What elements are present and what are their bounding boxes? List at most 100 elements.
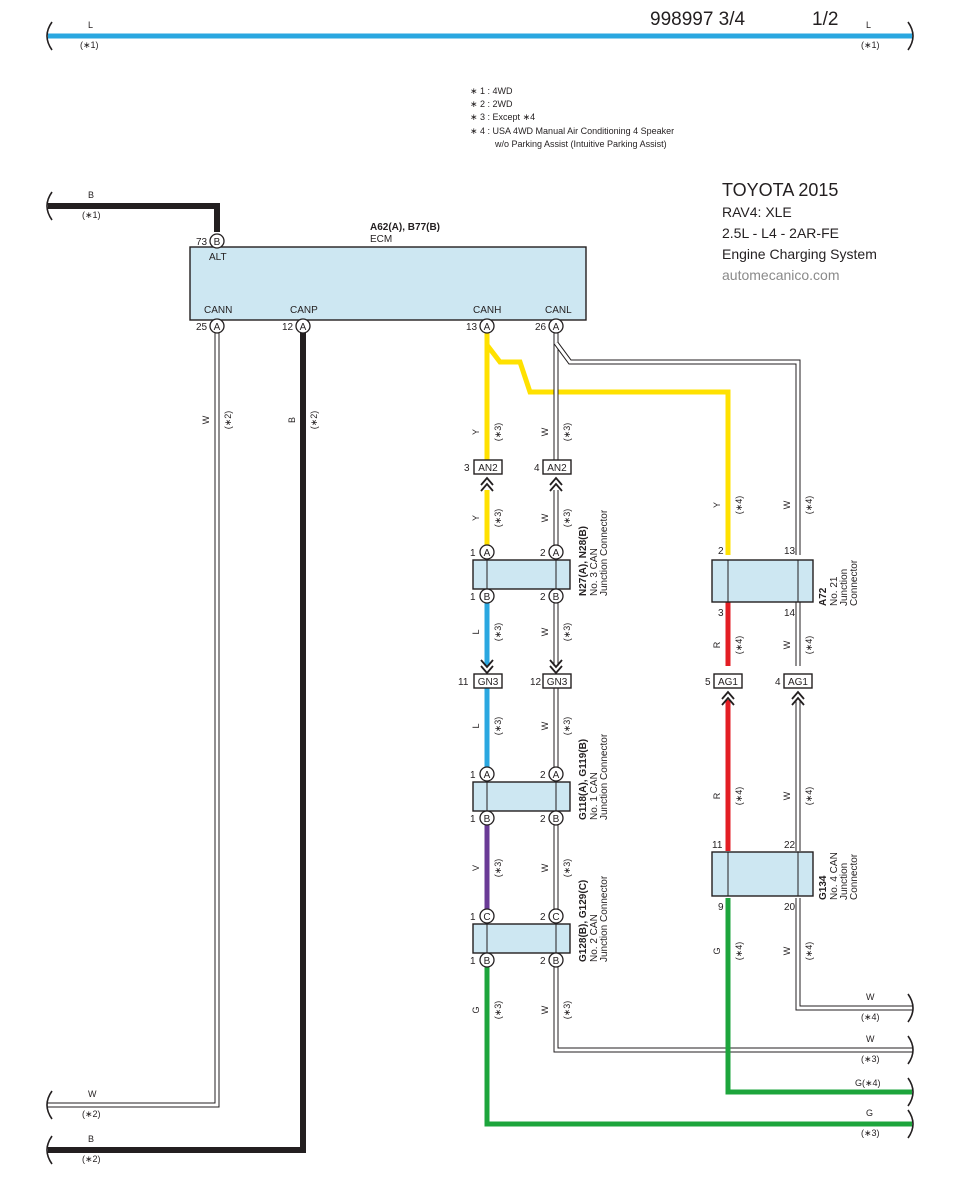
connector-ag1-r: 5 AG1	[705, 673, 743, 706]
diagram-code: 998997 3/4	[650, 9, 746, 30]
pin-number: 1	[470, 956, 476, 967]
wire-labels-column-left: Y (∗3) Y (∗3) L (∗3) L (∗3) V (∗3) G (∗3…	[471, 423, 503, 1020]
note-3: ∗ 3 : Except ∗4	[470, 112, 535, 122]
pin-number: 12	[282, 322, 294, 333]
pin-letter: B	[214, 237, 221, 248]
wire-w-g128: W (∗3)	[553, 965, 914, 1065]
junction-line1: No. 2 CAN	[589, 914, 600, 962]
pin-number: 1	[470, 912, 476, 923]
title-block: TOYOTA 2015 RAV4: XLE 2.5L - L4 - 2AR-FE…	[722, 180, 877, 283]
ecm-pin-alt-name: ALT	[209, 252, 227, 263]
pin-number: 2	[540, 592, 546, 603]
wire-l-top: L (∗1) L (∗1)	[46, 20, 914, 51]
connector-label: AN2	[478, 463, 498, 474]
wire-w-canl	[553, 333, 801, 555]
wire-color-label: W	[782, 500, 792, 509]
junction-g134: 11 22 9 20 G134 No. 4 CAN Junction Conne…	[711, 840, 860, 913]
wire-color-label: G	[866, 1108, 873, 1118]
pin-letter: A	[484, 770, 491, 781]
junction-line1: No. 4 CAN	[829, 852, 840, 900]
ecm-ref: A62(A), B77(B)	[370, 222, 440, 233]
junction-ref: N27(A), N28(B)	[578, 526, 589, 596]
pin-letter: A	[484, 548, 491, 559]
pin-letter: A	[553, 322, 560, 333]
wire-note: (∗3)	[861, 1054, 880, 1064]
wire-note: (∗2)	[82, 1109, 101, 1119]
junction-ref: A72	[818, 587, 829, 606]
ecm-pin-cann: 25 A	[196, 318, 225, 334]
wire-g-g134: G(∗4)	[725, 898, 914, 1107]
wire-note: (∗3)	[493, 623, 503, 642]
junction-line3: Connector	[849, 559, 860, 606]
pin-number: 25	[196, 322, 208, 333]
wire-g-g128: G (∗3)	[484, 965, 914, 1139]
vehicle-make: TOYOTA 2015	[722, 180, 838, 200]
wire-color-label: B	[88, 190, 94, 200]
pin-letter: C	[483, 912, 490, 923]
junction-g128: 1 C 2 C 1 B 2 B G128(B), G129(C) No. 2 C…	[470, 875, 610, 968]
wire-color-label: L	[866, 20, 871, 30]
wire-b-canp: B (∗2) B (∗2)	[46, 333, 319, 1165]
junction-g118: 1 A 2 A 1 B 2 B G118(A), G119(B) No. 1 C…	[470, 733, 610, 826]
wire-note: (∗3)	[562, 859, 572, 878]
wire-note: (∗4)	[804, 636, 814, 655]
wire-note: (∗3)	[562, 717, 572, 736]
wire-color-label: Y	[471, 515, 481, 521]
connector-an2-w: 4 AN2	[534, 459, 572, 492]
pin-number: 2	[540, 548, 546, 559]
junction-n27: 1 A 2 A 1 B 2 B N27(A), N28(B) No. 3 CAN…	[470, 509, 610, 604]
wire-color-label: B	[287, 417, 297, 423]
wire-color-label: W	[540, 863, 550, 872]
note-4: ∗ 4 : USA 4WD Manual Air Conditioning 4 …	[470, 126, 674, 136]
wire-note: (∗4)	[734, 636, 744, 655]
wire-note: (∗1)	[82, 210, 101, 220]
connector-gn3-w: 12 GN3	[530, 659, 572, 689]
engine-spec: 2.5L - L4 - 2AR-FE	[722, 225, 839, 241]
pin-number: 1	[470, 814, 476, 825]
pin-number: 22	[784, 840, 796, 851]
pin-letter: B	[484, 814, 491, 825]
wire-color-label: W	[540, 1005, 550, 1014]
pin-letter: B	[484, 592, 491, 603]
wire-note: (∗4)	[804, 942, 814, 961]
wire-note: (∗3)	[493, 509, 503, 528]
wire-note: (∗3)	[562, 623, 572, 642]
junction-line2: Junction	[839, 569, 850, 606]
wire-note: (∗3)	[493, 423, 503, 442]
page-number: 1/2	[812, 9, 838, 30]
pin-number: 1	[470, 592, 476, 603]
watermark: automecanico.com	[722, 267, 840, 283]
pin-letter: A	[484, 322, 491, 333]
wire-color-label: Y	[712, 502, 722, 508]
pin-number: 3	[718, 608, 724, 619]
pin-number: 2	[540, 912, 546, 923]
wire-labels-column-a72: Y (∗4) W (∗4) R (∗4) W (∗4) R (∗4) W (∗4…	[712, 496, 814, 961]
wire-note: (∗2)	[223, 411, 233, 430]
pin-number: 2	[540, 770, 546, 781]
pin-letter: A	[214, 322, 221, 333]
pin-number: 12	[530, 677, 542, 688]
wire-color-label: W	[540, 721, 550, 730]
wire-color-label: W	[866, 992, 875, 1002]
ecm-pin-canp: 12 A	[282, 318, 311, 334]
junction-line2: Junction Connector	[599, 733, 610, 820]
note-1: ∗ 1 : 4WD	[470, 86, 513, 96]
pin-number: 4	[775, 677, 781, 688]
pin-letter: B	[553, 814, 560, 825]
wire-color-label: Y	[471, 429, 481, 435]
pin-number: 13	[784, 546, 796, 557]
pin-letter: B	[553, 956, 560, 967]
junction-line2: Junction Connector	[599, 509, 610, 596]
ecm-pin-canh: 13 A	[466, 318, 495, 334]
connector-label: AG1	[788, 677, 808, 688]
wire-note: (∗4)	[861, 1012, 880, 1022]
pin-letter: A	[300, 322, 307, 333]
connector-gn3-l: 11 GN3	[458, 659, 503, 689]
wire-labels-column-right: W (∗3) W (∗3) W (∗3) W (∗3) W (∗3) W (∗3…	[540, 423, 572, 1020]
junction-line2: Junction Connector	[599, 875, 610, 962]
wire-color-label: B	[88, 1134, 94, 1144]
pin-number: 13	[466, 322, 478, 333]
wire-b-alt: B (∗1)	[46, 190, 220, 232]
connector-label: GN3	[547, 677, 568, 688]
wire-color-label: L	[88, 20, 93, 30]
